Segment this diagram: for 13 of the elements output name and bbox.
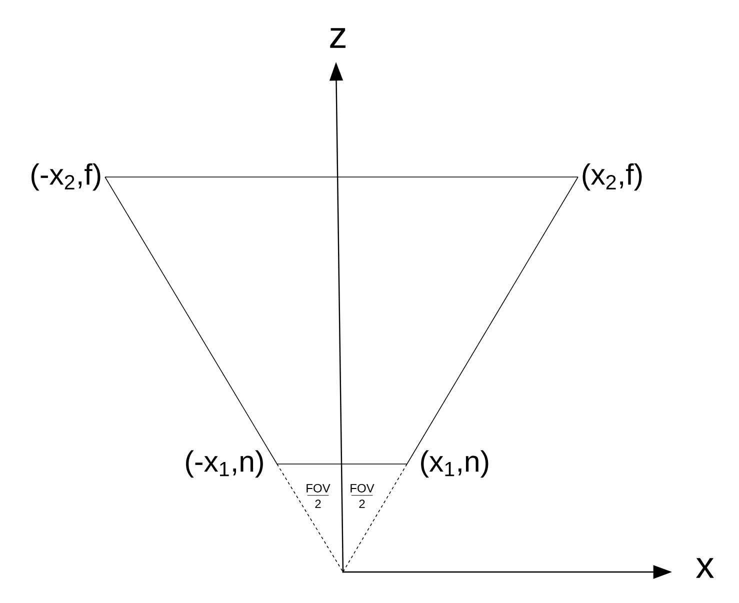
frustum-edge xyxy=(406,176,578,464)
axis-label: z xyxy=(330,28,346,48)
dashed-line xyxy=(342,464,408,572)
corner-label: (-x$_{1}$,n) xyxy=(186,450,263,478)
corner-label: (x$_{1}$,n) xyxy=(421,450,488,478)
dashed-line xyxy=(276,464,344,572)
fraction-label: FOV 2 xyxy=(306,484,330,508)
frustum-edge xyxy=(104,176,578,178)
corner-label: (x$_{2}$,f) xyxy=(582,163,642,191)
fraction-label: FOV 2 xyxy=(350,484,374,508)
axis-label: x xyxy=(696,558,714,578)
frustum-edge xyxy=(104,176,278,464)
corner-label: (-x$_{2}$,f) xyxy=(32,163,100,191)
